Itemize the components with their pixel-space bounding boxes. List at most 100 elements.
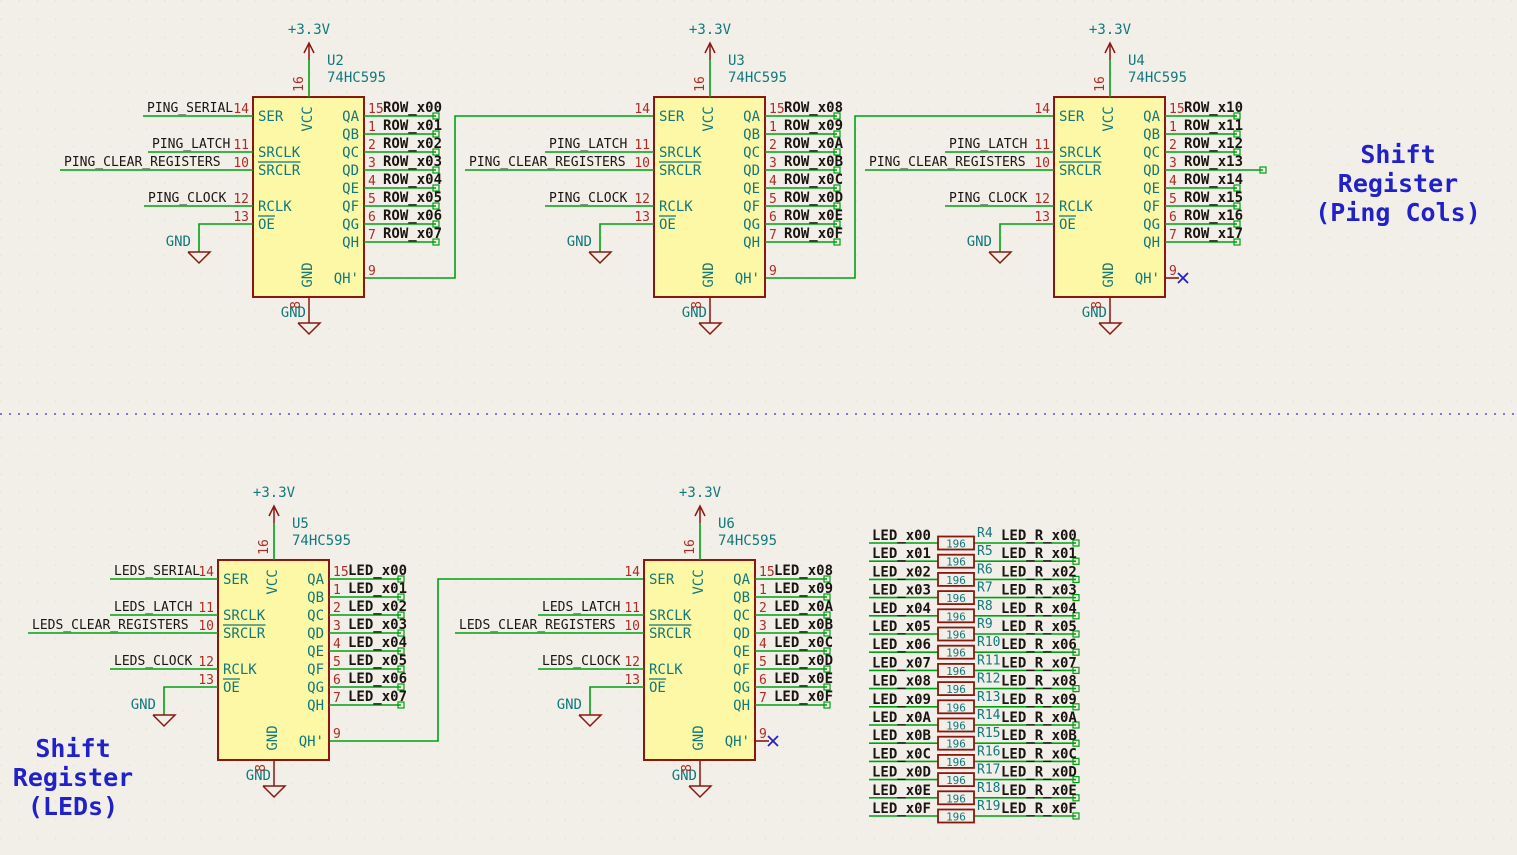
gnd-symbol[interactable]: [187, 251, 212, 265]
resistor-ref-R7[interactable]: R7: [977, 581, 993, 596]
gnd-symbol[interactable]: [1098, 322, 1123, 336]
section-title-ping-cols-line1[interactable]: Register: [1338, 169, 1458, 198]
ic-body-U5[interactable]: [217, 559, 330, 761]
net-label-LEDS_SERIAL[interactable]: LEDS_SERIAL: [114, 564, 200, 579]
net-label-LED_R_x0E[interactable]: LED_R_x0E: [1001, 783, 1077, 799]
net-label-LEDS_LATCH[interactable]: LEDS_LATCH: [542, 600, 620, 615]
net-label-LED_R_x00[interactable]: LED_R_x00: [1001, 528, 1077, 544]
net-label-LED_x01-res[interactable]: LED_x01: [872, 546, 931, 562]
resistor-value-R16[interactable]: 196: [946, 756, 966, 769]
no-connect-flag-U4[interactable]: [1177, 272, 1189, 284]
power-symbol-arrow-U3[interactable]: [704, 41, 716, 54]
net-label-LEDS_CLOCK[interactable]: LEDS_CLOCK: [542, 654, 620, 669]
power-label-U3[interactable]: +3.3V: [689, 22, 732, 38]
resistor-value-R18[interactable]: 196: [946, 792, 966, 805]
resistor-ref-R4[interactable]: R4: [977, 526, 993, 541]
net-label-ROW_x0B[interactable]: ROW_x0B: [784, 154, 843, 170]
gnd-net-label-U2[interactable]: GND: [281, 305, 306, 321]
resistor-ref-R18[interactable]: R18: [977, 781, 1000, 796]
net-label-ROW_x00[interactable]: ROW_x00: [383, 100, 442, 116]
resistor-value-R19[interactable]: 196: [946, 811, 966, 824]
ic-value-U6[interactable]: 74HC595: [718, 533, 777, 549]
net-label-LEDS_CLEAR_REGISTERS[interactable]: LEDS_CLEAR_REGISTERS: [32, 618, 189, 633]
resistor-body-R14[interactable]: [937, 717, 975, 733]
net-label-LED_x0D[interactable]: LED_x0D: [774, 653, 833, 669]
resistor-value-R7[interactable]: 196: [946, 592, 966, 605]
net-label-LED_x0D-res[interactable]: LED_x0D: [872, 765, 931, 781]
gnd-symbol[interactable]: [588, 251, 613, 265]
resistor-value-R13[interactable]: 196: [946, 701, 966, 714]
resistor-ref-R13[interactable]: R13: [977, 690, 1000, 705]
power-symbol-arrow-U4[interactable]: [1104, 41, 1116, 54]
net-label-PING_LATCH[interactable]: PING_LATCH: [152, 137, 230, 152]
net-label-ROW_x0D[interactable]: ROW_x0D: [784, 190, 843, 206]
wire-chain-U3-qhp[interactable]: [765, 115, 1054, 279]
net-label-ROW_x10[interactable]: ROW_x10: [1184, 100, 1243, 116]
net-label-LED_x0C[interactable]: LED_x0C: [774, 635, 833, 651]
net-label-ROW_x13[interactable]: ROW_x13: [1184, 154, 1243, 170]
net-label-LEDS_CLOCK[interactable]: LEDS_CLOCK: [114, 654, 192, 669]
net-label-ROW_x11[interactable]: ROW_x11: [1184, 118, 1243, 134]
net-label-LED_x0E-res[interactable]: LED_x0E: [872, 783, 931, 799]
net-label-ROW_x14[interactable]: ROW_x14: [1184, 172, 1243, 188]
gnd-net-label-U5-oe[interactable]: GND: [131, 697, 156, 713]
gnd-net-label-U3-oe[interactable]: GND: [567, 234, 592, 250]
resistor-value-R17[interactable]: 196: [946, 774, 966, 787]
net-label-LED_x0C-res[interactable]: LED_x0C: [872, 746, 931, 762]
net-label-LED_x0A[interactable]: LED_x0A: [774, 599, 834, 615]
resistor-body-R7[interactable]: [937, 590, 975, 605]
wire-U6-oe-gnd[interactable]: [589, 686, 644, 715]
net-label-LED_x00[interactable]: LED_x00: [348, 563, 407, 579]
net-label-LED_R_x0D[interactable]: LED_R_x0D: [1001, 765, 1077, 781]
resistor-value-R14[interactable]: 196: [946, 720, 966, 733]
net-label-ROW_x03[interactable]: ROW_x03: [383, 154, 442, 170]
net-label-LED_x0F[interactable]: LED_x0F: [774, 689, 833, 705]
net-label-PING_SERIAL[interactable]: PING_SERIAL: [147, 101, 233, 116]
ic-value-U3[interactable]: 74HC595: [728, 70, 787, 86]
net-label-PING_CLEAR_REGISTERS[interactable]: PING_CLEAR_REGISTERS: [869, 155, 1026, 170]
net-label-LED_R_x0B[interactable]: LED_R_x0B: [1001, 728, 1077, 744]
resistor-value-R15[interactable]: 196: [946, 738, 966, 751]
resistor-body-R17[interactable]: [937, 772, 975, 787]
net-label-ROW_x0A[interactable]: ROW_x0A: [784, 136, 844, 152]
gnd-net-label-U6-oe[interactable]: GND: [557, 697, 582, 713]
net-label-LED_x08-res[interactable]: LED_x08: [872, 674, 931, 690]
ic-ref-U2[interactable]: U2: [327, 53, 344, 69]
net-label-LED_x0F-res[interactable]: LED_x0F: [872, 801, 931, 817]
gnd-symbol[interactable]: [688, 785, 713, 799]
net-label-LED_R_x04[interactable]: LED_R_x04: [1001, 601, 1077, 617]
net-label-ROW_x04[interactable]: ROW_x04: [383, 172, 442, 188]
wire-U2-oe-gnd[interactable]: [198, 223, 253, 252]
net-label-LED_R_x03[interactable]: LED_R_x03: [1001, 583, 1077, 599]
net-label-PING_CLEAR_REGISTERS[interactable]: PING_CLEAR_REGISTERS: [469, 155, 626, 170]
net-label-LED_x02-res[interactable]: LED_x02: [872, 564, 931, 580]
resistor-ref-R14[interactable]: R14: [977, 708, 1001, 723]
resistor-body-R11[interactable]: [937, 663, 975, 678]
net-label-LED_x07[interactable]: LED_x07: [348, 689, 407, 705]
gnd-net-label-U2-oe[interactable]: GND: [166, 234, 191, 250]
ic-ref-U4[interactable]: U4: [1128, 53, 1145, 69]
net-label-ROW_x09[interactable]: ROW_x09: [784, 118, 843, 134]
net-label-LED_x01[interactable]: LED_x01: [348, 581, 407, 597]
gnd-symbol[interactable]: [698, 322, 723, 336]
resistor-body-R4[interactable]: [937, 535, 975, 551]
ic-body-U6[interactable]: [643, 559, 756, 761]
net-label-LED_x03-res[interactable]: LED_x03: [872, 583, 931, 599]
net-label-ROW_x0C[interactable]: ROW_x0C: [784, 172, 843, 188]
net-label-LED_R_x06[interactable]: LED_R_x06: [1001, 637, 1077, 653]
resistor-ref-R10[interactable]: R10: [977, 635, 1000, 650]
net-label-PING_LATCH[interactable]: PING_LATCH: [949, 137, 1027, 152]
resistor-value-R5[interactable]: 196: [946, 556, 966, 569]
net-label-LED_R_x08[interactable]: LED_R_x08: [1001, 674, 1077, 690]
net-label-ROW_x01[interactable]: ROW_x01: [383, 118, 442, 134]
power-label-U4[interactable]: +3.3V: [1089, 22, 1132, 38]
net-label-ROW_x02[interactable]: ROW_x02: [383, 136, 442, 152]
power-label-U6[interactable]: +3.3V: [679, 485, 722, 501]
resistor-value-R9[interactable]: 196: [946, 629, 966, 642]
net-label-LED_x0A-res[interactable]: LED_x0A: [872, 710, 932, 726]
no-connect-flag-U6[interactable]: [767, 735, 779, 747]
resistor-ref-R17[interactable]: R17: [977, 763, 1000, 778]
resistor-body-R13[interactable]: [937, 699, 975, 715]
net-label-LED_x04-res[interactable]: LED_x04: [872, 601, 931, 617]
